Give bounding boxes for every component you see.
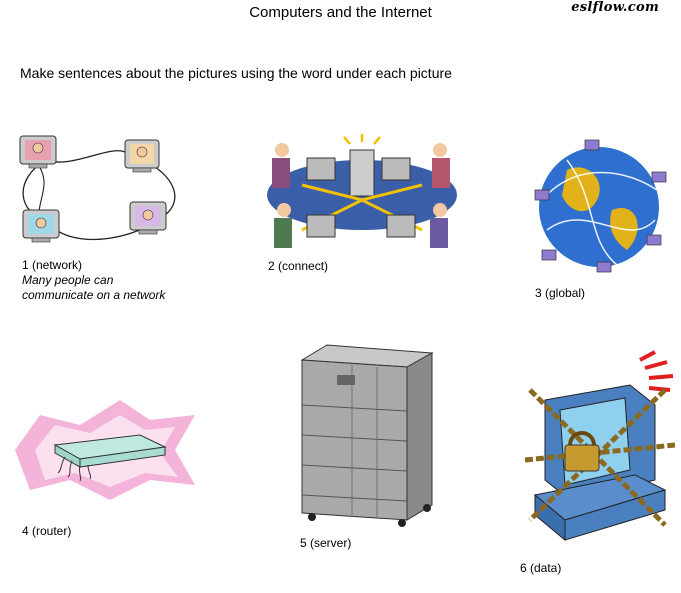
router-device-icon	[53, 434, 167, 468]
caption-global: 3 (global)	[535, 286, 586, 300]
person-at-computer-icon	[274, 203, 336, 248]
caption-router: 4 (router)	[22, 524, 72, 538]
locked-data-illustration	[524, 350, 676, 542]
caption-server: 5 (server)	[300, 536, 352, 550]
worksheet-title: Computers and the Internet	[249, 4, 432, 21]
computer-monitor-icon	[124, 139, 160, 173]
example-sentence-line1: Many people can	[22, 273, 114, 287]
caption-connect: 2 (connect)	[268, 259, 329, 273]
person-at-computer-icon	[386, 203, 448, 248]
person-at-computer-icon	[272, 143, 336, 188]
globe-illustration	[534, 139, 667, 273]
brand-logo: eslflow.com	[571, 0, 659, 15]
router-illustration	[15, 400, 195, 500]
padlock-icon	[564, 431, 600, 472]
computer-monitor-icon	[22, 209, 60, 243]
caption-data: 6 (data)	[520, 561, 562, 575]
example-sentence-line2: communicate on a network	[22, 288, 166, 302]
instructions-text: Make sentences about the pictures using …	[20, 65, 452, 81]
network-illustration	[19, 135, 176, 243]
caption-network: 1 (network)	[22, 258, 83, 272]
person-at-computer-icon	[381, 143, 450, 188]
server-illustration	[300, 344, 434, 527]
connect-illustration	[267, 134, 457, 248]
computer-monitor-icon	[129, 201, 167, 235]
computer-monitor-icon	[19, 135, 57, 169]
